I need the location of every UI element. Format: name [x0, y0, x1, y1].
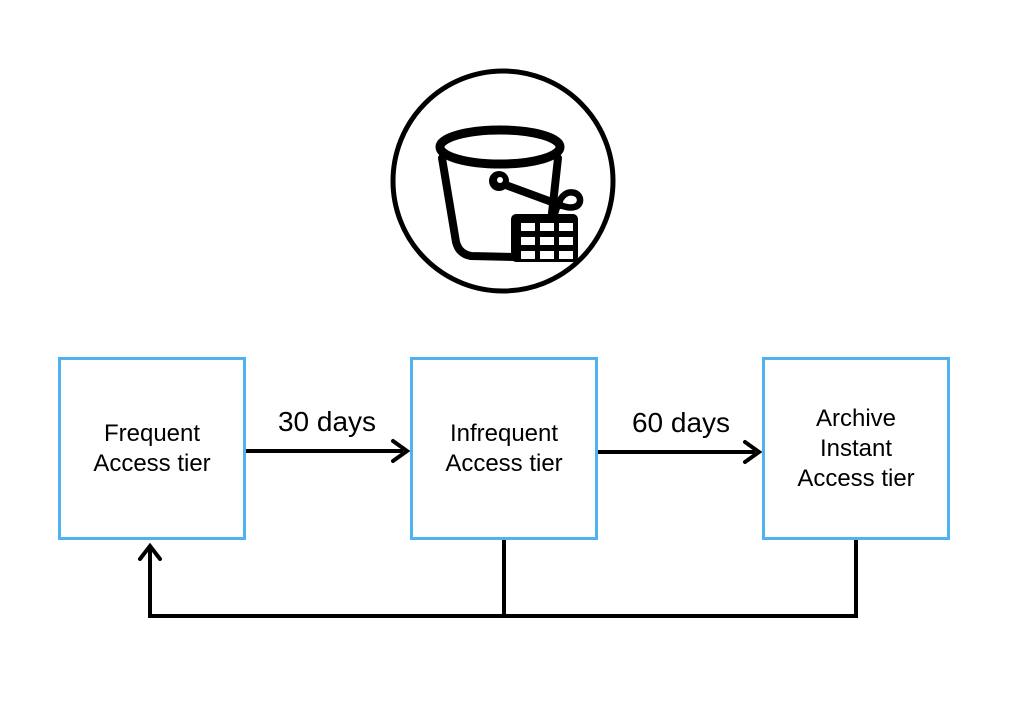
- arrow-60-days: [598, 440, 763, 464]
- arrow-30-days: [246, 439, 411, 463]
- transition-label-30-days: 30 days: [277, 406, 377, 437]
- arrowhead-up-icon: [138, 542, 162, 561]
- icon-outer-circle: [390, 68, 616, 294]
- tier-box-label: Frequent Access tier: [93, 419, 211, 477]
- tier-box-archive-instant: Archive Instant Access tier: [762, 357, 950, 540]
- tier-box-label: Infrequent Access tier: [445, 419, 563, 477]
- tier-box-label: Archive Instant Access tier: [797, 404, 915, 492]
- bucket-handle: [489, 171, 584, 220]
- return-arrow: [138, 539, 858, 618]
- tier-box-infrequent: Infrequent Access tier: [410, 357, 598, 540]
- s3-bucket-icon: [390, 68, 616, 294]
- object-grid: [511, 214, 578, 262]
- tier-box-frequent: Frequent Access tier: [58, 357, 246, 540]
- transition-label-60-days: 60 days: [631, 407, 731, 438]
- arrowhead-right-icon: [743, 440, 763, 464]
- arrowhead-right-icon: [391, 439, 411, 463]
